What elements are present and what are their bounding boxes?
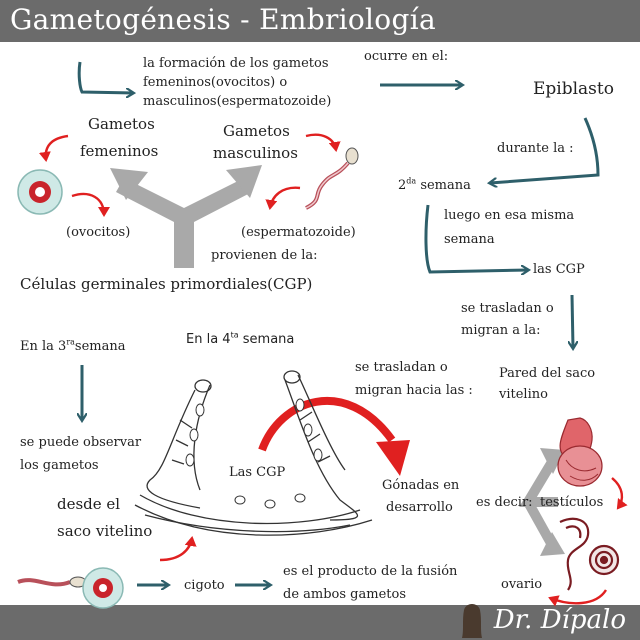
embryo-cells — [185, 398, 323, 509]
arrow-testiculo — [611, 477, 628, 510]
ocurre-label: ocurre en el: — [364, 49, 449, 64]
epiblasto-label: Epiblasto — [533, 79, 614, 99]
arrow-esperma — [265, 186, 301, 210]
cuarta-sup: ta — [230, 330, 239, 340]
desde-saco-line2: saco vitelino — [57, 522, 153, 540]
durante-label: durante la : — [497, 141, 574, 156]
arrow-masc-in — [305, 133, 341, 152]
pared-text-line1: Pared del saco — [499, 366, 596, 381]
trasladan-text-line1: se trasladan o — [461, 301, 554, 316]
espermatozoide-drawing — [305, 147, 359, 210]
las-cgp-embryo-label: Las CGP — [229, 465, 286, 480]
author-signature: Dr. Dípalo — [493, 605, 626, 635]
ovario-label: ovario — [501, 577, 543, 592]
footer-bar — [0, 605, 640, 640]
fusion-text-line2: de ambos gametos — [283, 587, 406, 602]
page-title: Gametogénesis - Embriología — [10, 3, 436, 36]
gametos-femeninos-line2: femeninos — [80, 142, 159, 160]
intro-text-line3: masculinos(espermatozoide) — [143, 94, 332, 109]
es-decir-label: es decir: — [476, 495, 533, 510]
sperm-bottom-drawing — [17, 576, 87, 588]
tercera-sup: ra — [66, 337, 75, 347]
segunda-semana-label: 2da semana — [398, 177, 471, 195]
gonadas-line1: Gónadas en — [382, 478, 460, 493]
arrow-ovario — [548, 589, 608, 607]
cgp-label: las CGP — [533, 262, 585, 277]
migration-red-arrow — [258, 397, 396, 452]
tercera-post: semana — [74, 339, 126, 354]
cuarta-pre: En la 4 — [186, 332, 231, 347]
arrow-trasladan — [572, 294, 573, 348]
arrow-intro — [77, 61, 133, 93]
gametos-masculinos-line2: masculinos — [213, 144, 298, 162]
ovocito-drawing — [17, 169, 63, 215]
arrow-fem-in — [38, 134, 69, 162]
luego-text-line2: semana — [444, 232, 495, 247]
trasladan-text-line2: migran a la: — [461, 323, 541, 338]
gray-gonad-arrows — [519, 459, 558, 548]
author-portrait — [462, 604, 482, 638]
puede-observar-line1: se puede observar — [20, 435, 142, 450]
testiculos-label: testículos — [540, 495, 604, 510]
cuarta-semana-label: En la 4ta semana — [186, 331, 294, 349]
espermatozoide-label: (espermatozoide) — [241, 225, 356, 240]
gonadas-line2: desarrollo — [386, 500, 453, 515]
intro-text-line1: la formación de los gametos — [143, 56, 329, 71]
provienen-label: provienen de la: — [211, 248, 318, 263]
testiculo-drawing — [557, 417, 603, 487]
tercera-semana-label: En la 3rasemana — [20, 338, 125, 356]
title-bar — [0, 0, 640, 42]
embryo-sketch — [134, 370, 373, 536]
fusion-text-line1: es el producto de la fusión — [283, 564, 458, 579]
ovario-drawing — [559, 517, 620, 591]
gray-y-arrow — [110, 165, 262, 268]
intro-text-line2: femeninos(ovocitos) o — [143, 75, 288, 90]
arrow-durante — [490, 117, 600, 183]
luego-text-line1: luego en esa misma — [444, 208, 575, 223]
desde-saco-line1: desde el — [57, 495, 121, 513]
puede-observar-line2: los gametos — [20, 458, 99, 473]
arrow-saco — [159, 536, 197, 562]
gametos-femeninos-line1: Gametos — [88, 115, 155, 133]
ovocitos-label: (ovocitos) — [66, 225, 131, 240]
segunda-text: semana — [420, 178, 471, 193]
segunda-sup: da — [406, 176, 417, 186]
tercera-pre: En la 3 — [20, 339, 67, 354]
arrow-ovocito — [71, 192, 110, 217]
migran-hacia-line2: migran hacia las : — [355, 383, 473, 398]
migran-hacia-line1: se trasladan o — [355, 360, 448, 375]
celulas-germinales-label: Células germinales primordiales(CGP) — [20, 275, 313, 293]
cigoto-label: cigoto — [184, 578, 225, 593]
cuarta-post: semana — [242, 332, 295, 347]
gametos-masculinos-line1: Gametos — [223, 122, 290, 140]
segunda-num: 2 — [398, 178, 407, 193]
cigoto-drawing — [82, 567, 124, 609]
pared-text-line2: vitelino — [499, 387, 548, 402]
arrow-luego — [424, 204, 528, 272]
